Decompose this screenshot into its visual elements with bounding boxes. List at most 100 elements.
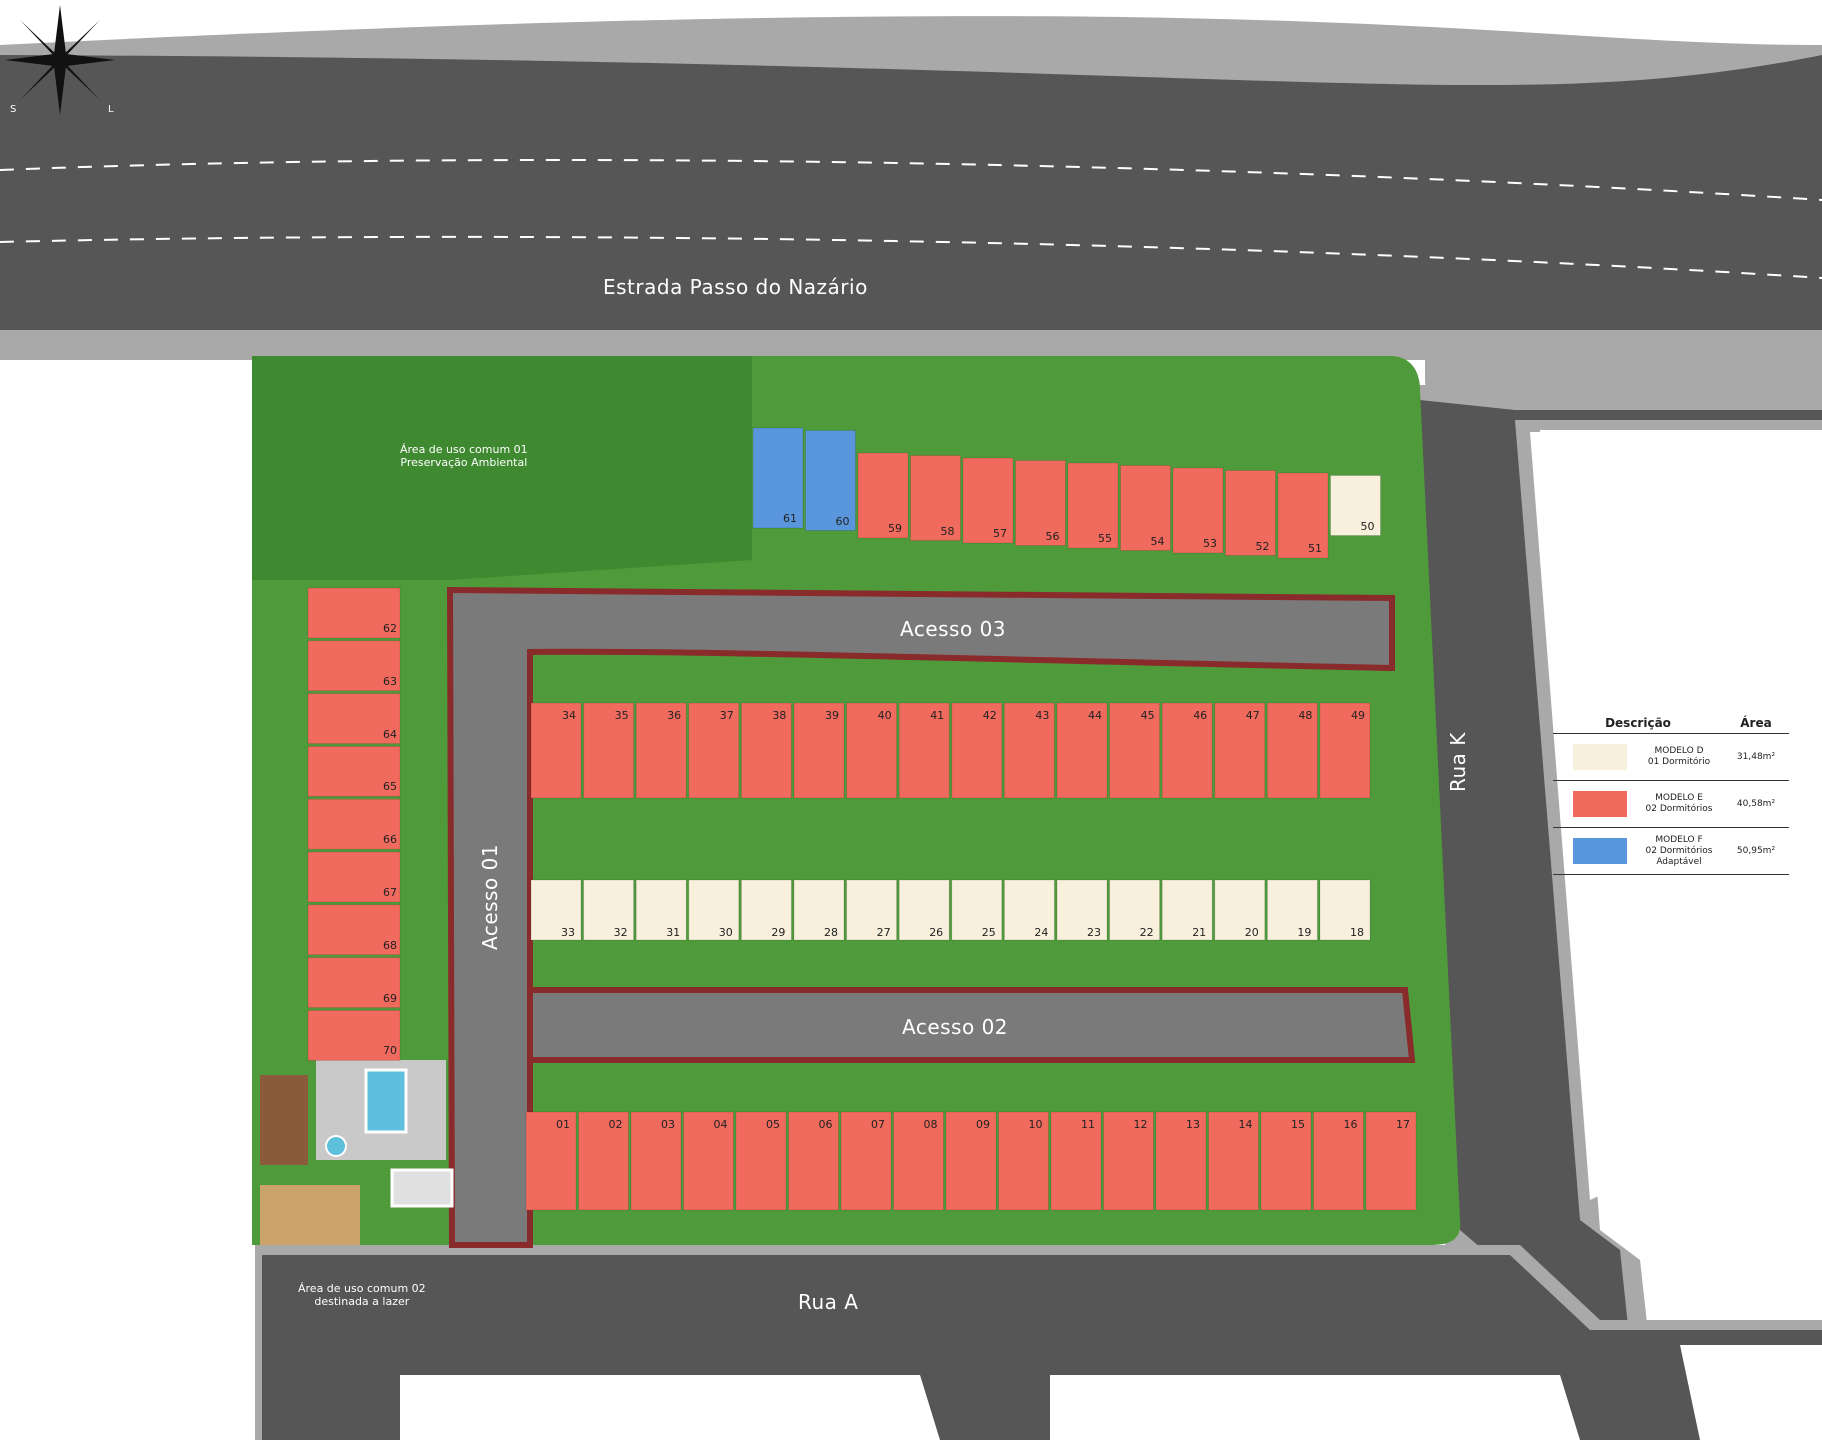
lot-29-number: 29 bbox=[771, 926, 786, 939]
rua-k bbox=[1420, 400, 1822, 1440]
lot-18-number: 18 bbox=[1350, 926, 1364, 939]
lot-06[interactable] bbox=[788, 1111, 839, 1211]
lot-38[interactable] bbox=[740, 702, 792, 799]
lot-65[interactable] bbox=[307, 745, 401, 797]
lot-42[interactable] bbox=[951, 702, 1003, 799]
compass-s: S bbox=[10, 104, 16, 115]
lot-63[interactable] bbox=[307, 640, 401, 692]
lot-49[interactable] bbox=[1319, 702, 1371, 799]
lot-05[interactable] bbox=[735, 1111, 787, 1211]
lot-24[interactable] bbox=[1003, 879, 1055, 941]
lot-07-number: 07 bbox=[871, 1118, 885, 1131]
lot-25-number: 25 bbox=[981, 926, 996, 939]
lot-10-number: 10 bbox=[1028, 1118, 1043, 1131]
lot-18[interactable] bbox=[1319, 879, 1371, 941]
lot-17[interactable] bbox=[1365, 1111, 1417, 1211]
lot-61[interactable] bbox=[752, 427, 804, 529]
lot-56[interactable] bbox=[1015, 460, 1066, 546]
lot-23[interactable] bbox=[1056, 879, 1108, 941]
lot-53[interactable] bbox=[1172, 467, 1224, 554]
lot-30[interactable] bbox=[688, 879, 740, 941]
lot-17-number: 17 bbox=[1396, 1118, 1410, 1131]
lot-58[interactable] bbox=[910, 455, 961, 541]
lot-21[interactable] bbox=[1161, 879, 1213, 941]
lot-10[interactable] bbox=[998, 1111, 1049, 1211]
lot-41[interactable] bbox=[898, 702, 950, 799]
lot-57[interactable] bbox=[962, 457, 1014, 544]
lot-62-number: 62 bbox=[383, 622, 397, 635]
lot-19[interactable] bbox=[1266, 879, 1318, 941]
lot-43-number: 43 bbox=[1035, 709, 1050, 722]
lot-34-number: 34 bbox=[562, 709, 576, 722]
lot-36-number: 36 bbox=[667, 709, 682, 722]
lot-54-number: 54 bbox=[1150, 534, 1165, 548]
lot-50[interactable] bbox=[1330, 475, 1381, 536]
lot-16-number: 16 bbox=[1343, 1118, 1358, 1131]
lot-15-number: 15 bbox=[1291, 1118, 1305, 1131]
lot-11[interactable] bbox=[1050, 1111, 1102, 1211]
lot-59[interactable] bbox=[857, 452, 909, 539]
lots-layer bbox=[307, 427, 1417, 1211]
lot-56-number: 56 bbox=[1045, 529, 1060, 543]
lot-03[interactable] bbox=[630, 1111, 682, 1211]
lot-16[interactable] bbox=[1313, 1111, 1364, 1211]
lot-14[interactable] bbox=[1208, 1111, 1259, 1211]
lot-37[interactable] bbox=[688, 702, 740, 799]
lot-26-number: 26 bbox=[929, 926, 944, 939]
lot-34[interactable] bbox=[530, 702, 582, 799]
lot-45[interactable] bbox=[1109, 702, 1161, 799]
lot-02[interactable] bbox=[578, 1111, 629, 1211]
lot-05-number: 05 bbox=[766, 1118, 780, 1131]
lot-48[interactable] bbox=[1266, 702, 1318, 799]
lot-27[interactable] bbox=[846, 879, 898, 941]
lot-31[interactable] bbox=[635, 879, 687, 941]
lot-09[interactable] bbox=[945, 1111, 997, 1211]
lot-40[interactable] bbox=[846, 702, 898, 799]
lot-52[interactable] bbox=[1225, 470, 1276, 556]
lot-36[interactable] bbox=[635, 702, 687, 799]
lot-54[interactable] bbox=[1120, 465, 1171, 551]
lot-55[interactable] bbox=[1067, 462, 1119, 549]
lot-01[interactable] bbox=[525, 1111, 577, 1211]
lot-33[interactable] bbox=[530, 879, 582, 941]
lot-68[interactable] bbox=[307, 904, 401, 956]
lot-07[interactable] bbox=[840, 1111, 892, 1211]
lot-46[interactable] bbox=[1161, 702, 1213, 799]
lot-62[interactable] bbox=[307, 587, 401, 639]
lot-39[interactable] bbox=[793, 702, 845, 799]
lot-28[interactable] bbox=[793, 879, 845, 941]
lot-64[interactable] bbox=[307, 693, 401, 745]
lot-43[interactable] bbox=[1003, 702, 1055, 799]
lot-70[interactable] bbox=[307, 1009, 401, 1061]
lot-69[interactable] bbox=[307, 957, 401, 1009]
left-white-area bbox=[0, 360, 252, 1440]
lot-42-number: 42 bbox=[982, 709, 997, 722]
lot-67[interactable] bbox=[307, 851, 401, 903]
lot-66[interactable] bbox=[307, 798, 401, 850]
lot-51[interactable] bbox=[1277, 472, 1329, 559]
legend-sub-e: 02 Dormitórios bbox=[1645, 804, 1713, 814]
lot-15[interactable] bbox=[1260, 1111, 1312, 1211]
lot-60-number: 60 bbox=[835, 514, 850, 528]
lot-32[interactable] bbox=[583, 879, 635, 941]
lot-04[interactable] bbox=[683, 1111, 734, 1211]
lot-26[interactable] bbox=[898, 879, 950, 941]
lot-61-number: 61 bbox=[783, 512, 797, 525]
lot-57-number: 57 bbox=[993, 527, 1007, 540]
lot-60[interactable] bbox=[805, 430, 856, 531]
lot-45-number: 45 bbox=[1140, 709, 1155, 722]
lot-47[interactable] bbox=[1214, 702, 1266, 799]
lot-20[interactable] bbox=[1214, 879, 1266, 941]
lot-22[interactable] bbox=[1109, 879, 1161, 941]
lot-35[interactable] bbox=[583, 702, 635, 799]
lot-03-number: 03 bbox=[661, 1118, 675, 1131]
lot-29[interactable] bbox=[740, 879, 792, 941]
lot-25[interactable] bbox=[951, 879, 1003, 941]
lot-13[interactable] bbox=[1155, 1111, 1207, 1211]
lot-44[interactable] bbox=[1056, 702, 1108, 799]
lot-12[interactable] bbox=[1103, 1111, 1154, 1211]
lot-08[interactable] bbox=[893, 1111, 944, 1211]
lot-40-number: 40 bbox=[877, 709, 892, 722]
